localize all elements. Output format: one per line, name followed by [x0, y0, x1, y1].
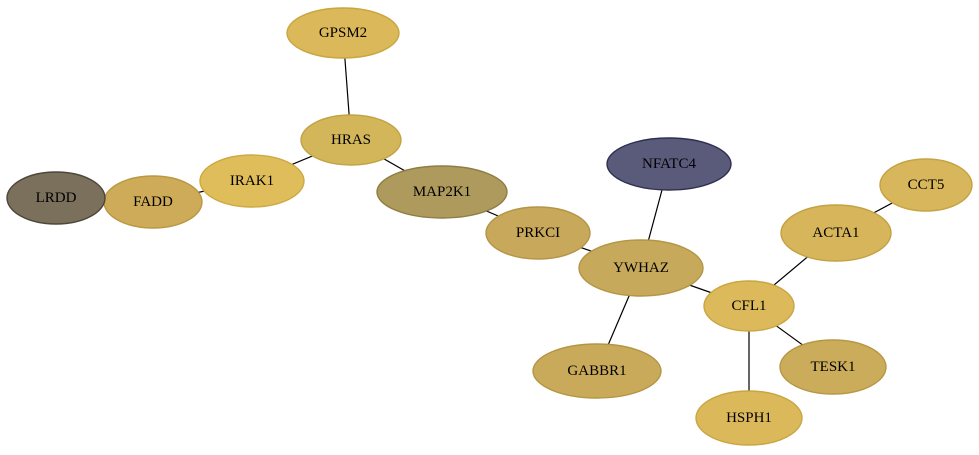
node-gpsm2[interactable]: GPSM2: [286, 7, 400, 59]
node-label: FADD: [133, 194, 173, 210]
node-ellipse[interactable]: [695, 390, 803, 446]
node-cfl1[interactable]: CFL1: [703, 280, 795, 332]
node-label: HRAS: [331, 132, 371, 148]
node-label: LRDD: [36, 190, 77, 206]
node-label: MAP2K1: [413, 184, 471, 200]
node-hras[interactable]: HRAS: [300, 114, 402, 166]
node-label: CCT5: [908, 177, 945, 193]
node-ellipse[interactable]: [606, 137, 732, 191]
node-map2k1[interactable]: MAP2K1: [376, 165, 508, 219]
node-label: IRAK1: [230, 173, 274, 189]
node-label: GABBR1: [567, 363, 626, 379]
node-ellipse[interactable]: [780, 204, 892, 262]
node-hsph1[interactable]: HSPH1: [695, 390, 803, 446]
node-ywhaz[interactable]: YWHAZ: [578, 239, 704, 297]
node-ellipse[interactable]: [578, 239, 704, 297]
node-label: GPSM2: [319, 25, 367, 41]
node-acta1[interactable]: ACTA1: [780, 204, 892, 262]
node-ellipse[interactable]: [300, 114, 402, 166]
node-ellipse[interactable]: [376, 165, 508, 219]
node-label: HSPH1: [726, 410, 772, 426]
node-ellipse[interactable]: [779, 339, 887, 395]
node-prkci[interactable]: PRKCI: [485, 206, 591, 260]
node-nfatc4[interactable]: NFATC4: [606, 137, 732, 191]
node-irak1[interactable]: IRAK1: [199, 154, 305, 208]
node-label: NFATC4: [642, 156, 696, 172]
node-cct5[interactable]: CCT5: [879, 158, 973, 212]
node-ellipse[interactable]: [199, 154, 305, 208]
node-label: PRKCI: [516, 225, 560, 241]
node-tesk1[interactable]: TESK1: [779, 339, 887, 395]
node-lrdd[interactable]: LRDD: [6, 171, 106, 225]
node-ellipse[interactable]: [6, 171, 106, 225]
node-fadd[interactable]: FADD: [103, 175, 203, 229]
node-gabbr1[interactable]: GABBR1: [532, 343, 662, 399]
node-label: YWHAZ: [613, 260, 669, 276]
node-ellipse[interactable]: [879, 158, 973, 212]
node-ellipse[interactable]: [286, 7, 400, 59]
node-label: CFL1: [731, 298, 766, 314]
node-ellipse[interactable]: [485, 206, 591, 260]
node-label: ACTA1: [812, 225, 859, 241]
node-ellipse[interactable]: [532, 343, 662, 399]
node-label: TESK1: [811, 359, 856, 375]
node-ellipse[interactable]: [703, 280, 795, 332]
